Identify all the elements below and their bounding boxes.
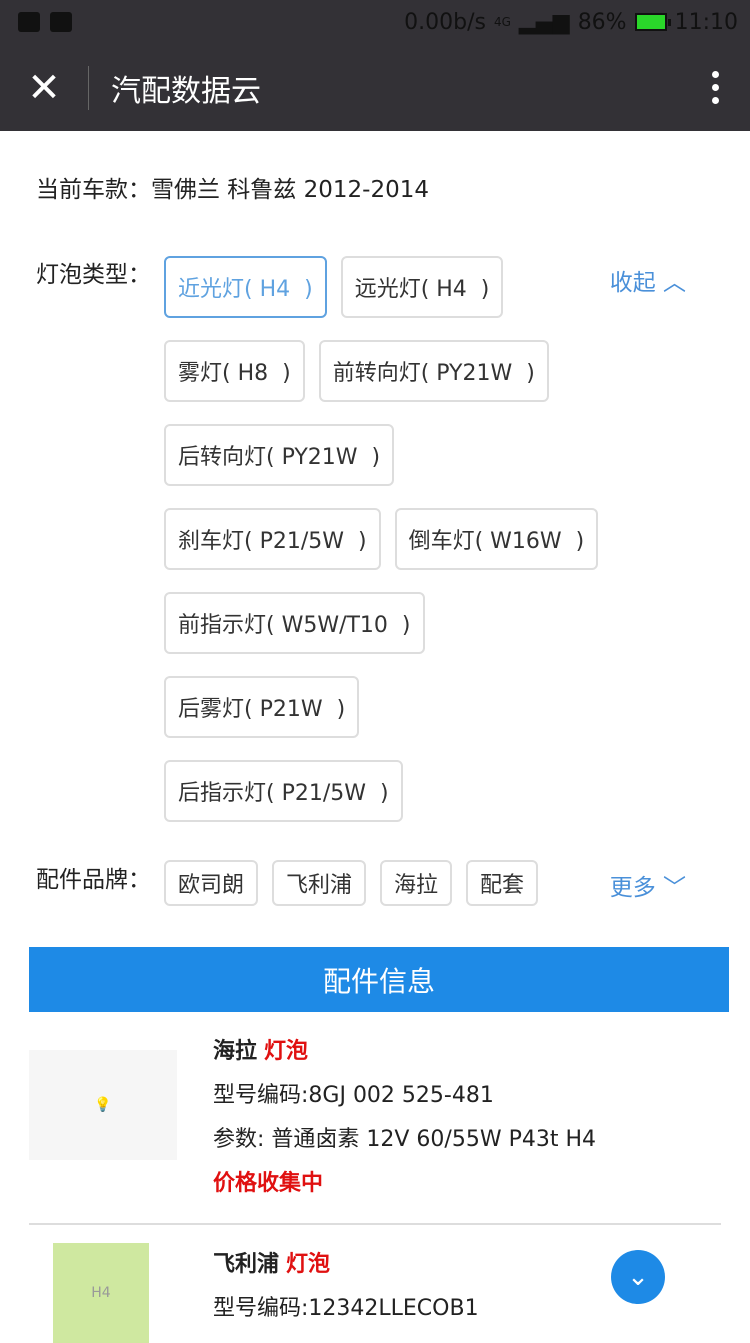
bulb-chip[interactable]: 雾灯( H8 ) [164, 340, 305, 402]
product-code: 型号编码:8GJ 002 525-481 [213, 1083, 494, 1108]
network-type: 4G [493, 15, 511, 29]
brand-list: 欧司朗 飞利浦 海拉 配套 [164, 860, 539, 906]
current-car: 当前车款：雪佛兰 科鲁兹 2012-2014 [36, 170, 429, 204]
brand-label: 配件品牌： [36, 867, 151, 893]
bulb-chip[interactable]: 后雾灯( P21W ) [164, 676, 360, 738]
car-value: 雪佛兰 科鲁兹 2012-2014 [151, 177, 429, 203]
brand-chip[interactable]: 飞利浦 [272, 860, 367, 906]
chevron-down-icon: ⌄ [627, 1262, 649, 1292]
weibo-icon [18, 12, 40, 32]
product-brand: 飞利浦 [213, 1252, 280, 1277]
bulb-type-row: 刹车灯( P21/5W ) 倒车灯( W16W ) [164, 508, 599, 570]
clock: 11:10 [674, 9, 738, 35]
signal-icon: ▂▄▆ [518, 9, 570, 35]
bulb-type-row: 近光灯( H4 ) 远光灯( H4 ) [164, 256, 504, 318]
bulb-type-row: 后转向灯( PY21W ) [164, 424, 395, 486]
bulb-type-row: 前指示灯( W5W/T10 ) [164, 592, 425, 654]
bulb-type-row: 后指示灯( P21/5W ) [164, 760, 403, 822]
status-bar: 0.00b/s 4G ▂▄▆ 86% 11:10 [0, 0, 750, 44]
product-type: 灯泡 [286, 1252, 331, 1277]
bulb-chip[interactable]: 近光灯( H4 ) [164, 256, 327, 318]
brand-chip[interactable]: 海拉 [380, 860, 453, 906]
bulb-chip[interactable]: 倒车灯( W16W ) [394, 508, 599, 570]
bulb-chip[interactable]: 远光灯( H4 ) [340, 256, 504, 318]
close-button[interactable]: ✕ [27, 64, 61, 111]
collapse-button[interactable]: 收起 ︿ [609, 270, 686, 296]
divider [29, 1223, 721, 1225]
divider [88, 65, 89, 110]
battery-icon [634, 13, 671, 31]
bulb-chip[interactable]: 后转向灯( PY21W ) [164, 424, 395, 486]
product-code: 型号编码:12342LLECOB1 [213, 1296, 479, 1321]
product-params: 参数: 普通卤素 12V 60/55W P43t H4 [213, 1127, 597, 1152]
car-label: 当前车款： [36, 177, 151, 203]
product-image: 💡 [29, 1050, 177, 1160]
parts-info-header: 配件信息 [29, 947, 729, 1012]
nav-bar: ✕ 汽配数据云 [0, 44, 750, 131]
bulb-chip[interactable]: 后指示灯( P21/5W ) [164, 760, 403, 822]
more-menu-icon[interactable] [680, 71, 750, 104]
page-title: 汽配数据云 [111, 73, 261, 109]
network-speed: 0.00b/s [404, 9, 486, 35]
bulb-chip[interactable]: 前指示灯( W5W/T10 ) [164, 592, 425, 654]
brand-chip[interactable]: 配套 [466, 860, 539, 906]
bulb-chip[interactable]: 刹车灯( P21/5W ) [164, 508, 381, 570]
scroll-down-button[interactable]: ⌄ [611, 1250, 665, 1304]
product-price: 价格收集中 [213, 1171, 324, 1196]
bulb-type-row: 后雾灯( P21W ) [164, 676, 360, 738]
battery-percent: 86% [577, 9, 627, 35]
bulb-type-label: 灯泡类型： [36, 262, 151, 288]
bulb-chip[interactable]: 前转向灯( PY21W ) [318, 340, 549, 402]
bulb-type-row: 雾灯( H8 ) 前转向灯( PY21W ) [164, 340, 549, 402]
brand-chip[interactable]: 欧司朗 [164, 860, 259, 906]
product-type: 灯泡 [264, 1039, 309, 1064]
product-image: H4 [53, 1243, 149, 1343]
product-brand: 海拉 [213, 1039, 258, 1064]
more-brands-button[interactable]: 更多 ﹀ [609, 875, 686, 901]
image-icon [50, 12, 72, 32]
